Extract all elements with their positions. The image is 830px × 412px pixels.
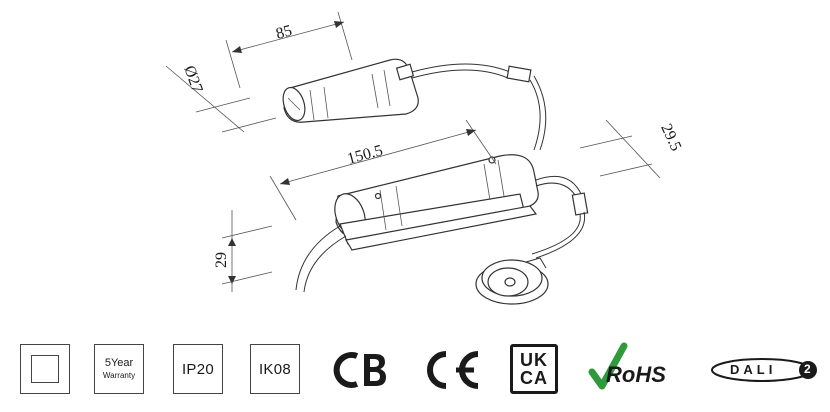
dimension-85-label: 85 xyxy=(274,22,294,43)
certification-bar: 5Year Warranty IP20 IK08 CB CE UK CA RoH… xyxy=(0,330,830,412)
dimension-85: 85 xyxy=(225,11,353,89)
dimension-29-5: 29.5 xyxy=(579,119,684,179)
dimension-diameter: Ø27 xyxy=(165,63,277,133)
dali-ellipse-icon xyxy=(711,358,817,382)
dali-2-logo: DALI 2 xyxy=(708,356,820,384)
ik-rating-badge: IK08 xyxy=(250,344,300,394)
ip-rating-label: IP20 xyxy=(181,360,215,378)
ik-rating-label: IK08 xyxy=(258,360,292,378)
rohs-text: RoHS xyxy=(606,362,666,387)
ukca-mark-icon: UK CA xyxy=(510,344,558,394)
cb-mark-icon: CB xyxy=(330,348,386,388)
rohs-check-icon xyxy=(588,342,628,390)
ukca-top-text: UK xyxy=(520,350,548,370)
cb-mark-text: CB xyxy=(330,348,332,349)
product-drawing: 85 Ø27 150.5 29.5 29 xyxy=(165,11,684,305)
light-head xyxy=(475,257,549,305)
dimension-29-label: 29 xyxy=(213,252,230,268)
ce-mark-icon: CE xyxy=(418,348,479,389)
dimension-diameter-label: Ø27 xyxy=(180,63,205,95)
ce-mark-text: CE xyxy=(418,348,420,349)
class-ii-icon xyxy=(20,344,70,394)
warranty-label: Warranty xyxy=(102,371,136,380)
dimension-29: 29 xyxy=(213,210,273,292)
ukca-bottom-text: CA xyxy=(520,368,548,388)
cables xyxy=(295,63,589,293)
ip-rating-badge: IP20 xyxy=(173,344,223,394)
battery-module xyxy=(282,58,419,123)
warranty-years: 5Year xyxy=(104,357,134,369)
warranty-badge: 5Year Warranty xyxy=(94,344,144,394)
dali-text: DALI xyxy=(730,362,777,377)
rohs-mark: RoHS xyxy=(588,342,688,394)
dali-version: 2 xyxy=(804,362,811,376)
dimension-150-5-label: 150.5 xyxy=(346,142,385,168)
dimension-29-5-label: 29.5 xyxy=(657,121,684,154)
driver-body xyxy=(334,154,539,251)
class-ii-inner-square xyxy=(31,355,59,383)
